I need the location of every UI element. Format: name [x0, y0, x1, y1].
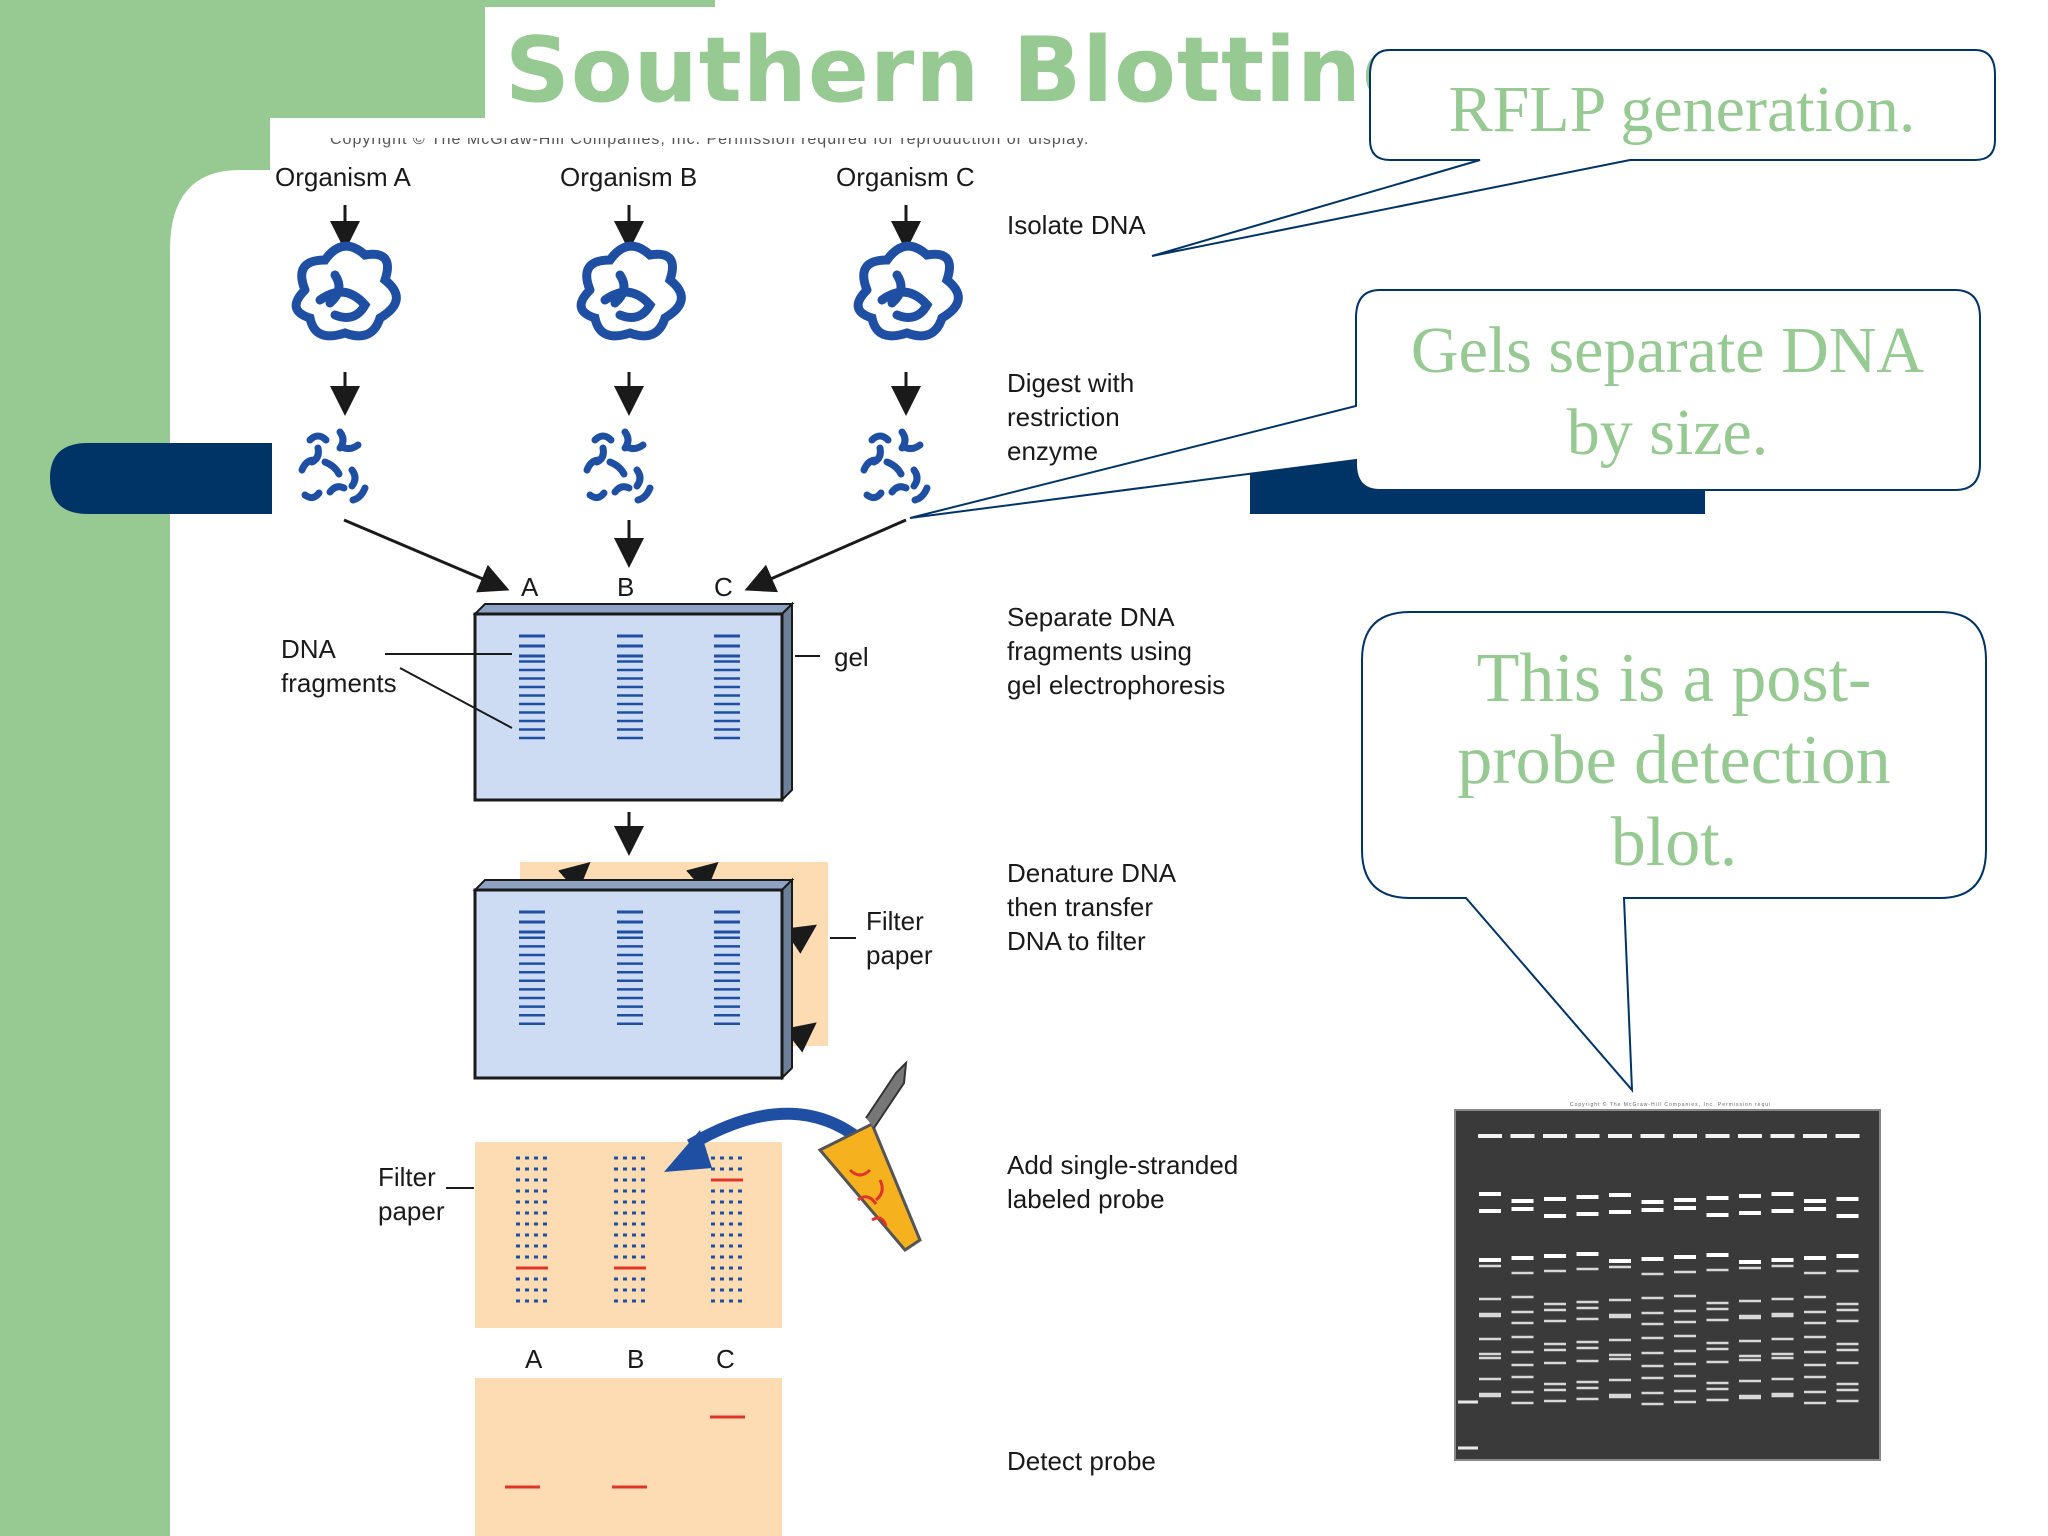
detect-lane-a-label: A [525, 1344, 543, 1374]
callout-post-probe-shape [1361, 611, 1987, 1093]
filter-paper-detect [475, 1378, 782, 1536]
step-digest: Digest with restriction enzyme [1007, 368, 1135, 466]
figure-copyright: Copyright © The McGraw-Hill Companies, I… [330, 138, 1090, 148]
step-transfer: Denature DNA then transfer DNA to filter [1007, 858, 1177, 956]
callout-gels-shape [909, 289, 1981, 519]
photo-caption: Copyright © The McGraw-Hill Companies, I… [1570, 1102, 1770, 1108]
detect-lane-b-label: B [627, 1344, 645, 1374]
organism-b-label: Organism B [560, 162, 698, 192]
dna-blob-b-icon [576, 241, 686, 341]
probe-tube-icon [817, 1060, 922, 1252]
green-header-block [170, 0, 485, 118]
green-corner [170, 118, 270, 250]
detect-lane-c-label: C [716, 1344, 735, 1374]
gel-lane-c-label: C [714, 572, 733, 602]
dna-fragments-b-icon [583, 428, 654, 504]
down-arrows-row1 [330, 205, 921, 856]
gel-bands [519, 634, 740, 740]
gel-lane-a-label: A [521, 572, 539, 602]
gel-lane-b-label: B [617, 572, 635, 602]
navy-bar-left [50, 443, 272, 514]
probe-add-arrowhead-icon [664, 1130, 712, 1172]
dna-blob-c-icon [853, 241, 963, 341]
transfer-gel-bands [519, 910, 740, 1026]
green-sidebar [0, 0, 170, 1536]
callout-gels-text: Gels separate DNA by size. [1410, 314, 1925, 469]
step-detect: Detect probe [1007, 1446, 1156, 1476]
step-probe: Add single-stranded labeled probe [1007, 1150, 1239, 1214]
probe-filter-bands [516, 1156, 743, 1303]
green-header-tab [485, 0, 715, 7]
callout-rflp-shape [1151, 49, 1996, 257]
filter-paper-label-2: Filter paper [378, 1162, 445, 1226]
callout-post-probe-text: This is a post- probe detection blot. [1457, 640, 1891, 881]
organism-c-label: Organism C [836, 162, 975, 192]
filter-paper-label-1: Filter paper [866, 906, 933, 970]
dna-fragments-label: DNA fragments [281, 634, 397, 698]
transfer-arrows [558, 862, 817, 1053]
dna-blob-a-icon [291, 241, 401, 341]
step-isolate: Isolate DNA [1007, 210, 1146, 240]
slide-title: Southern Blotting [505, 18, 1428, 123]
dna-fragments-a-icon [298, 428, 369, 504]
callout-rflp-text: RFLP generation. [1448, 73, 1916, 146]
white-panel-top [270, 118, 1200, 158]
fragments-pointer-2 [399, 667, 513, 729]
dna-fragments-c-icon [860, 428, 931, 504]
step-separate: Separate DNA fragments using gel electro… [1007, 602, 1226, 700]
organism-a-label: Organism A [275, 162, 411, 192]
gel-label: gel [834, 642, 869, 672]
